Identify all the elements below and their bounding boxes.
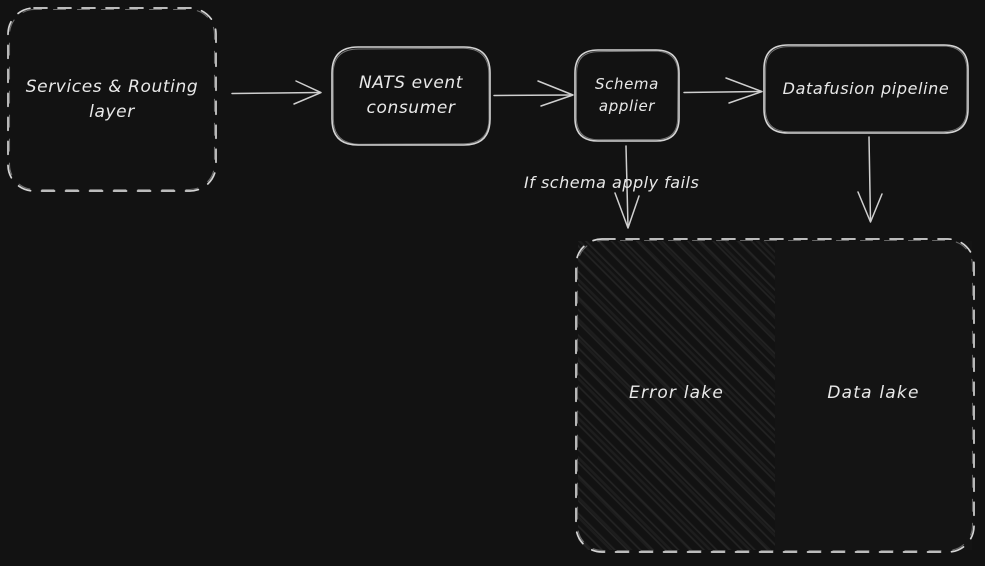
node-lake-container[interactable] — [575, 238, 975, 553]
edge-schema-to-error-lake-line — [625, 145, 629, 228]
edge-nats-to-schema-arrowhead — [537, 80, 574, 107]
nats-event-consumer-border-pass2 — [332, 47, 490, 145]
lake-container-border-pass2 — [576, 239, 974, 552]
edge-schema-to-error-lake-arrowhead — [614, 192, 640, 229]
edge-schema-to-datafusion[interactable] — [683, 77, 763, 104]
edge-schema-to-error-lake-label: If schema apply fails — [524, 173, 700, 192]
error-lake-hatch-fill-overlay — [578, 241, 775, 550]
edge-schema-to-datafusion-arrowhead — [725, 77, 763, 104]
schema-applier-border — [574, 49, 680, 142]
error-lake-label: Error lake — [629, 383, 724, 403]
data-lake-fill — [775, 241, 972, 550]
datafusion-pipeline-border — [763, 44, 969, 134]
node-datafusion-pipeline[interactable] — [763, 44, 969, 134]
services-routing-layer-border-pass2 — [8, 8, 216, 191]
edge-datafusion-to-data-lake-arrowhead — [857, 191, 883, 223]
edge-schema-to-error-lake[interactable] — [614, 145, 640, 229]
node-services-routing-layer[interactable] — [7, 7, 217, 192]
lake-container-border — [575, 238, 975, 553]
node-nats-event-consumer[interactable] — [331, 46, 491, 146]
edge-services-to-nats-arrowhead — [293, 80, 322, 105]
edge-nats-to-schema[interactable] — [493, 80, 574, 107]
node-schema-applier[interactable] — [574, 49, 680, 142]
datafusion-pipeline-border-pass2 — [764, 45, 968, 133]
edge-services-to-nats[interactable] — [231, 80, 322, 105]
services-routing-layer-border — [7, 7, 217, 192]
edge-services-to-nats-line — [231, 91, 321, 95]
schema-applier-border-pass2 — [575, 50, 679, 141]
data-lake-label: Data lake — [827, 383, 920, 403]
nats-event-consumer-border — [331, 46, 491, 146]
edge-datafusion-to-data-lake[interactable] — [857, 136, 883, 223]
edge-datafusion-to-data-lake-line — [868, 136, 872, 222]
edge-nats-to-schema-line — [493, 94, 573, 97]
edge-schema-to-datafusion-line — [683, 90, 762, 94]
